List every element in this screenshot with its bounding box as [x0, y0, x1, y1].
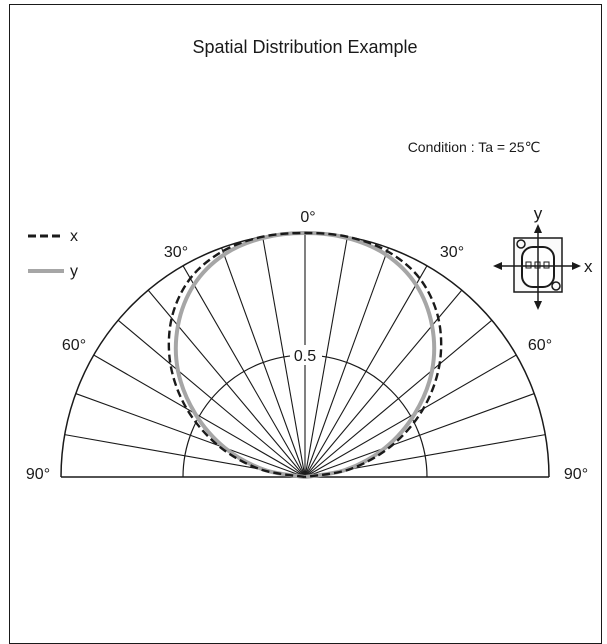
legend-label-x: x	[70, 228, 78, 245]
package-y-label: y	[534, 204, 543, 223]
angle-label-right-60: 60°	[528, 337, 552, 354]
polar-spoke	[304, 319, 493, 478]
angle-label-0: 0°	[300, 209, 315, 226]
angle-label-left-60: 60°	[62, 337, 86, 354]
polar-spoke	[182, 265, 306, 478]
angle-label-right-30: 30°	[440, 244, 464, 261]
chart-title: Spatial Distribution Example	[192, 37, 417, 57]
series-line-x	[167, 231, 443, 479]
package-y-arrowhead-down	[534, 301, 542, 310]
polar-spoke	[93, 354, 306, 478]
polar-grid	[60, 232, 550, 478]
polar-spoke	[304, 393, 535, 478]
polar-spoke	[304, 236, 348, 478]
led-package-orientation-icon: y x	[493, 204, 593, 310]
polar-spoke	[147, 289, 306, 478]
package-x-arrowhead-left	[493, 262, 502, 270]
polar-spoke	[304, 265, 428, 478]
polar-chart: Spatial Distribution Example Condition :…	[26, 37, 593, 483]
series-layer	[167, 231, 443, 479]
angle-label-left-90: 90°	[26, 466, 50, 483]
angle-labels: 0° 30° 30° 60° 60° 90° 90°	[26, 209, 588, 483]
radial-tick-label: 0.5	[294, 348, 316, 365]
package-chip	[543, 261, 550, 269]
package-corner-pin	[516, 239, 526, 249]
package-x-label: x	[584, 257, 593, 276]
polar-spoke	[75, 393, 306, 478]
polar-spoke	[221, 247, 306, 478]
angle-label-right-90: 90°	[564, 466, 588, 483]
polar-spoke	[304, 354, 517, 478]
package-corner-pin	[551, 281, 561, 291]
condition-label: Condition : Ta = 25℃	[408, 139, 541, 155]
polar-spoke	[304, 247, 389, 478]
angle-label-left-30: 30°	[164, 244, 188, 261]
legend: x y	[28, 228, 78, 280]
radial-tick-label-bg	[290, 345, 322, 365]
package-chip	[525, 261, 532, 269]
package-y-arrowhead-up	[534, 224, 542, 233]
polar-spoke	[117, 319, 306, 478]
polar-spoke	[262, 236, 306, 478]
package-x-arrowhead-right	[572, 262, 581, 270]
polar-spoke	[304, 289, 463, 478]
legend-label-y: y	[70, 263, 78, 280]
